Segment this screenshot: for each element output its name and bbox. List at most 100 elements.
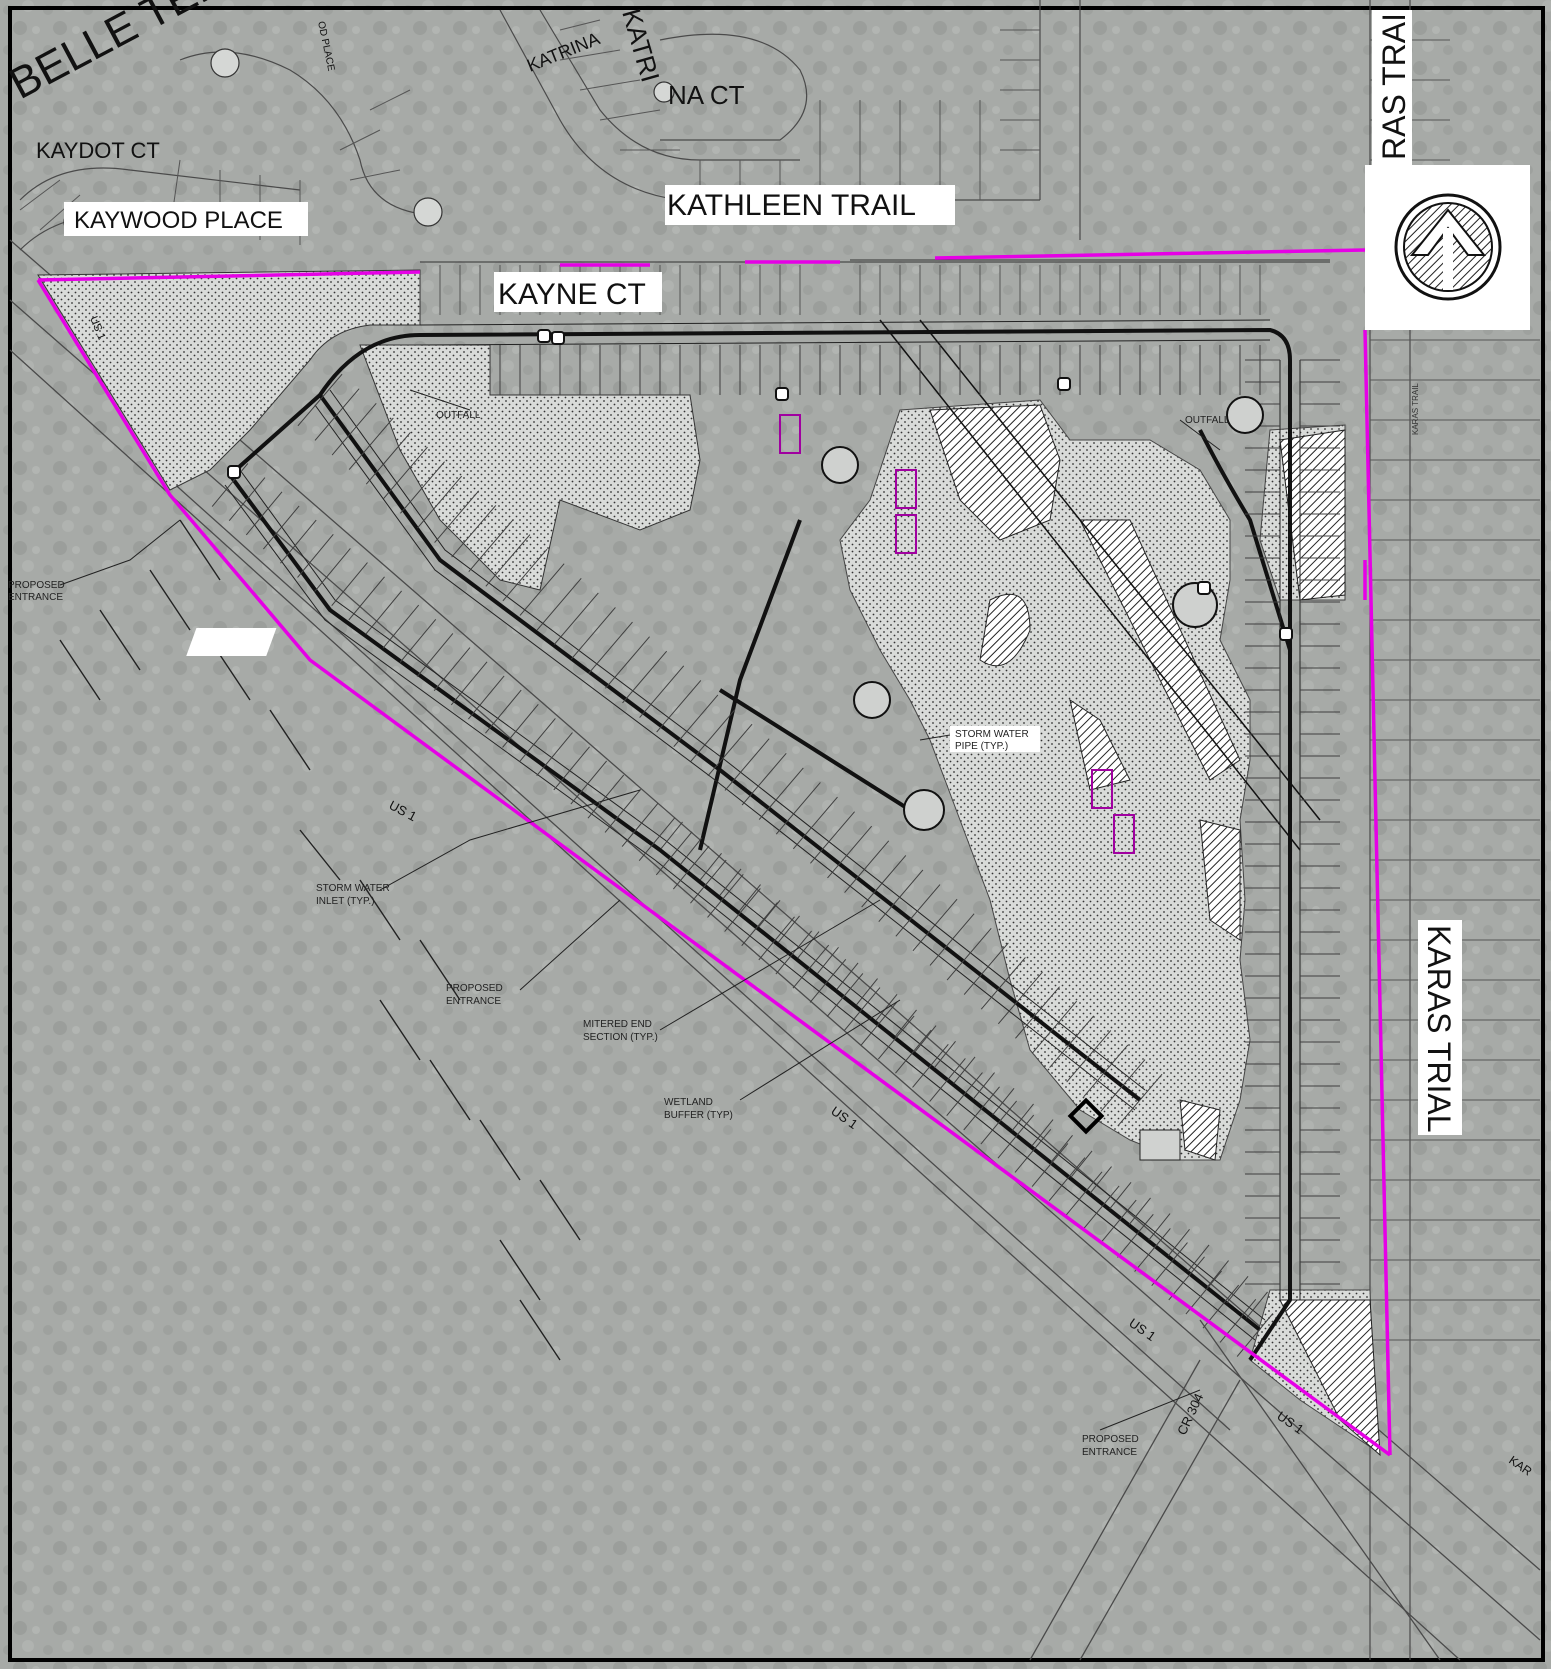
lot-line: [451, 505, 497, 558]
lot-line: [980, 1100, 1018, 1145]
lot-line: [929, 1058, 966, 1102]
internal-road-edges: [224, 319, 1301, 1341]
lot-line: [553, 746, 590, 791]
lot-line: [707, 873, 744, 918]
lot-line: [1109, 1181, 1132, 1210]
lot-line: [914, 1025, 937, 1053]
lot-line: [843, 987, 881, 1032]
lot-line: [946, 927, 992, 981]
lot-line: [826, 973, 864, 1017]
lot-line: [1226, 1275, 1249, 1304]
street-label-karas-trial: KARAS TRIAL: [1421, 925, 1457, 1132]
lot-line: [365, 432, 411, 485]
lot-line: [690, 859, 727, 904]
lot-line: [738, 884, 761, 912]
lot-line: [690, 709, 736, 762]
north-arrow-panel: [1365, 165, 1530, 330]
lot-line: [758, 916, 795, 961]
lot-line: [997, 971, 1043, 1025]
highway-lane-marks: [59, 519, 581, 1361]
lot-line: [963, 942, 1009, 995]
lot-line: [382, 604, 420, 649]
street-label-karas-small: KARAS TRAIL: [1411, 383, 1420, 435]
lot-line: [699, 852, 722, 881]
lot-line: [1117, 1073, 1163, 1127]
lot-line: [1236, 1313, 1274, 1357]
lot-line: [587, 621, 633, 675]
lot-line: [416, 633, 454, 677]
note-entrance-west-1: PROPOSED: [8, 580, 65, 591]
street-label-kathleen-trail: KATHLEEN TRAIL: [667, 189, 916, 222]
kayne-label-bg: [494, 272, 662, 312]
lot-line: [953, 1056, 976, 1084]
karas-label-bg: [1418, 920, 1462, 1135]
lot-line: [638, 817, 676, 862]
lot-line: [741, 902, 778, 947]
lot-line: [1082, 1185, 1120, 1230]
lot-line: [860, 1001, 898, 1046]
open-space-north: [359, 344, 701, 591]
lot-line: [502, 548, 548, 602]
lot-line: [895, 1029, 932, 1074]
lot-line: [963, 1086, 1000, 1131]
street-label-karas-top: RAS TRAI: [1376, 13, 1412, 160]
lot-line: [1167, 1228, 1190, 1257]
street-label-na-ct: NA CT: [668, 80, 745, 110]
lot-line: [502, 703, 539, 748]
map-frame: [8, 6, 1545, 1662]
lot-line: [933, 1040, 956, 1069]
street-label-kayne-ct: KAYNE CT: [498, 278, 646, 311]
street-label-kaywood-place: KAYWOOD PLACE: [74, 207, 283, 234]
lot-line: [997, 1114, 1035, 1159]
lot-line: [433, 647, 471, 692]
note-entrance-center-2: ENTRANCE: [446, 996, 501, 1007]
lot-line: [382, 446, 428, 500]
note-entrance-south-2: ENTRANCE: [1082, 1447, 1137, 1458]
lot-line: [792, 944, 830, 989]
internal-roads: [228, 328, 1292, 1362]
lot-line: [1083, 1044, 1129, 1098]
lot-line: [972, 1072, 995, 1100]
lot-line: [639, 665, 685, 718]
lot-line: [605, 636, 650, 689]
lot-line: [758, 767, 804, 820]
lot-line: [895, 884, 941, 937]
lot-line: [400, 461, 445, 514]
lot-line: [348, 417, 394, 470]
lot-line: [1134, 1228, 1171, 1272]
lot-line: [660, 821, 683, 849]
lot-line: [553, 592, 599, 645]
lot-line: [1245, 1291, 1268, 1319]
lot-line: [1066, 1030, 1112, 1083]
lot-line: [1032, 1000, 1078, 1054]
lot-line: [1070, 1150, 1093, 1178]
note-inlet-2: INLET (TYP.): [316, 896, 375, 907]
lot-line: [1049, 1015, 1095, 1068]
lot-line: [844, 840, 890, 893]
lot-line: [894, 1009, 917, 1037]
lot-line: [861, 855, 907, 908]
lot-line: [775, 930, 813, 975]
lot-line: [1151, 1242, 1188, 1287]
lot-line: [672, 845, 710, 890]
lot-line: [775, 782, 821, 835]
lot-line: [1187, 1244, 1210, 1272]
lot-line: [1031, 1119, 1054, 1147]
lot-line: [707, 723, 753, 777]
lot-line: [1089, 1166, 1112, 1194]
lot-line: [1048, 1157, 1086, 1202]
street-label-kaydot-ct: KAYDOT CT: [36, 138, 160, 163]
lot-line: [1117, 1213, 1154, 1258]
lot-line: [1031, 1143, 1069, 1187]
lot-line: [314, 388, 360, 441]
north-arrow-icon: [1394, 193, 1502, 301]
development-lot-lines: [211, 345, 1340, 1357]
manholes: [227, 329, 1293, 641]
amenity-building: [1067, 1097, 1181, 1161]
lot-line: [399, 618, 437, 663]
note-entrance-west-2: ENTRANCE: [8, 592, 63, 603]
lot-line: [758, 899, 781, 928]
note-wetland-2: BUFFER (TYP): [664, 1110, 733, 1121]
kathleen-label-bg: [665, 185, 955, 225]
lot-line: [314, 548, 351, 592]
